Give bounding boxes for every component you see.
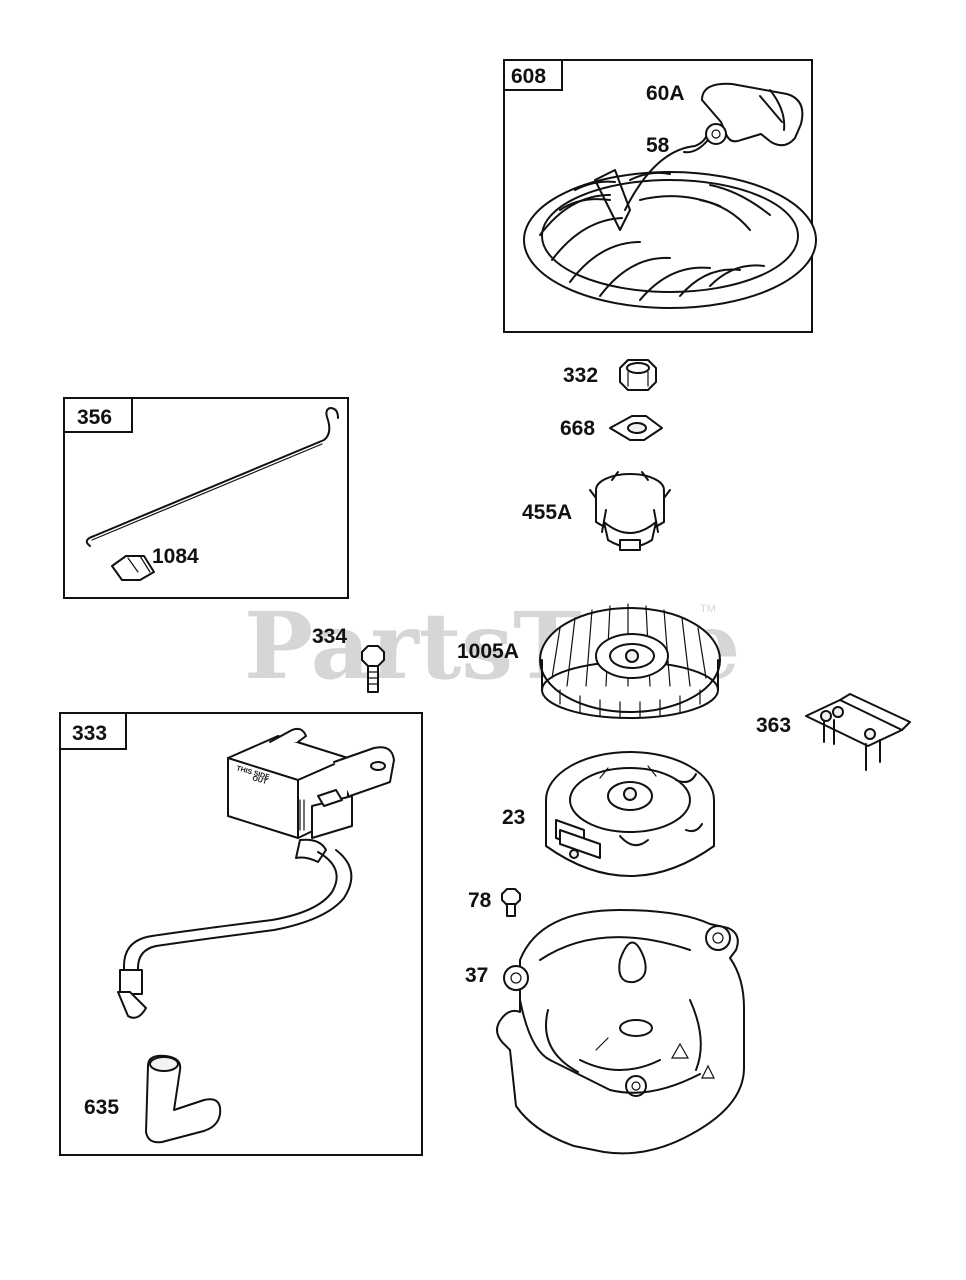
wire-drawing [85,407,339,581]
part-23-label[interactable]: 23 [502,806,525,829]
blower-housing-drawing [496,909,745,1155]
rewind-starter-drawing [523,133,817,309]
coil-marking-line2: OUT [251,775,268,786]
kit-356-label: 356 [77,406,112,429]
kit-333-box[interactable]: 333 [59,712,423,1156]
part-1084-label[interactable]: 1084 [152,545,199,568]
screw-drawing [501,888,521,917]
part-363-label[interactable]: 363 [756,714,791,737]
part-1005a-label[interactable]: 1005A [457,640,519,663]
part-332-label[interactable]: 332 [563,364,598,387]
nut-drawing [619,359,657,391]
part-58-label[interactable]: 58 [646,134,670,157]
kit-608-label: 608 [511,65,546,88]
spark-plug-boot-drawing [145,1054,222,1144]
part-455a-label[interactable]: 455A [522,501,572,524]
part-334-label[interactable]: 334 [312,625,347,648]
kit-356-box[interactable]: 356 [63,397,349,599]
bolt-drawing [361,645,385,693]
washer-drawing [609,415,663,441]
part-635-label[interactable]: 635 [84,1096,119,1119]
kit-608-box[interactable]: 608 [503,59,813,333]
flywheel-drawing [539,603,721,719]
bracket-drawing [805,693,911,771]
starter-cup-drawing [589,471,671,551]
part-37-label[interactable]: 37 [465,964,488,987]
magnet-housing-drawing [545,751,715,877]
part-78-label[interactable]: 78 [468,889,492,912]
part-668-label[interactable]: 668 [560,417,595,440]
part-60a-label[interactable]: 60A [646,82,685,105]
ignition-coil-drawing: THIS SIDE OUT [117,727,395,1019]
watermark-trademark: TM [700,603,716,615]
kit-333-label: 333 [72,722,107,745]
starter-handle-drawing [683,82,804,154]
